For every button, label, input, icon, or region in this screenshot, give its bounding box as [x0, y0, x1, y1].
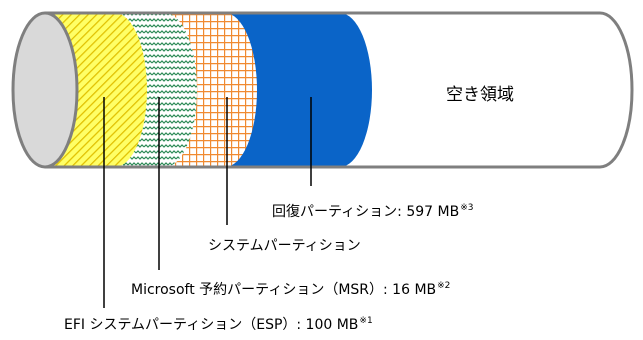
disk-end-cap [11, 11, 79, 169]
free-space-label: 空き領域 [446, 85, 514, 105]
system-partition-label: システムパーティション [208, 238, 361, 254]
msr-partition-label: Microsoft 予約パーティション（MSR）: 16 MB※2 [131, 281, 451, 298]
free-space-segment [338, 11, 634, 169]
esp-partition-label: EFI システムパーティション（ESP）: 100 MB※1 [64, 316, 373, 333]
recovery-partition-label: 回復パーティション: 597 MB※3 [272, 203, 474, 220]
recovery-partition-segment [225, 13, 372, 167]
cylinder-outline [45, 11, 600, 169]
